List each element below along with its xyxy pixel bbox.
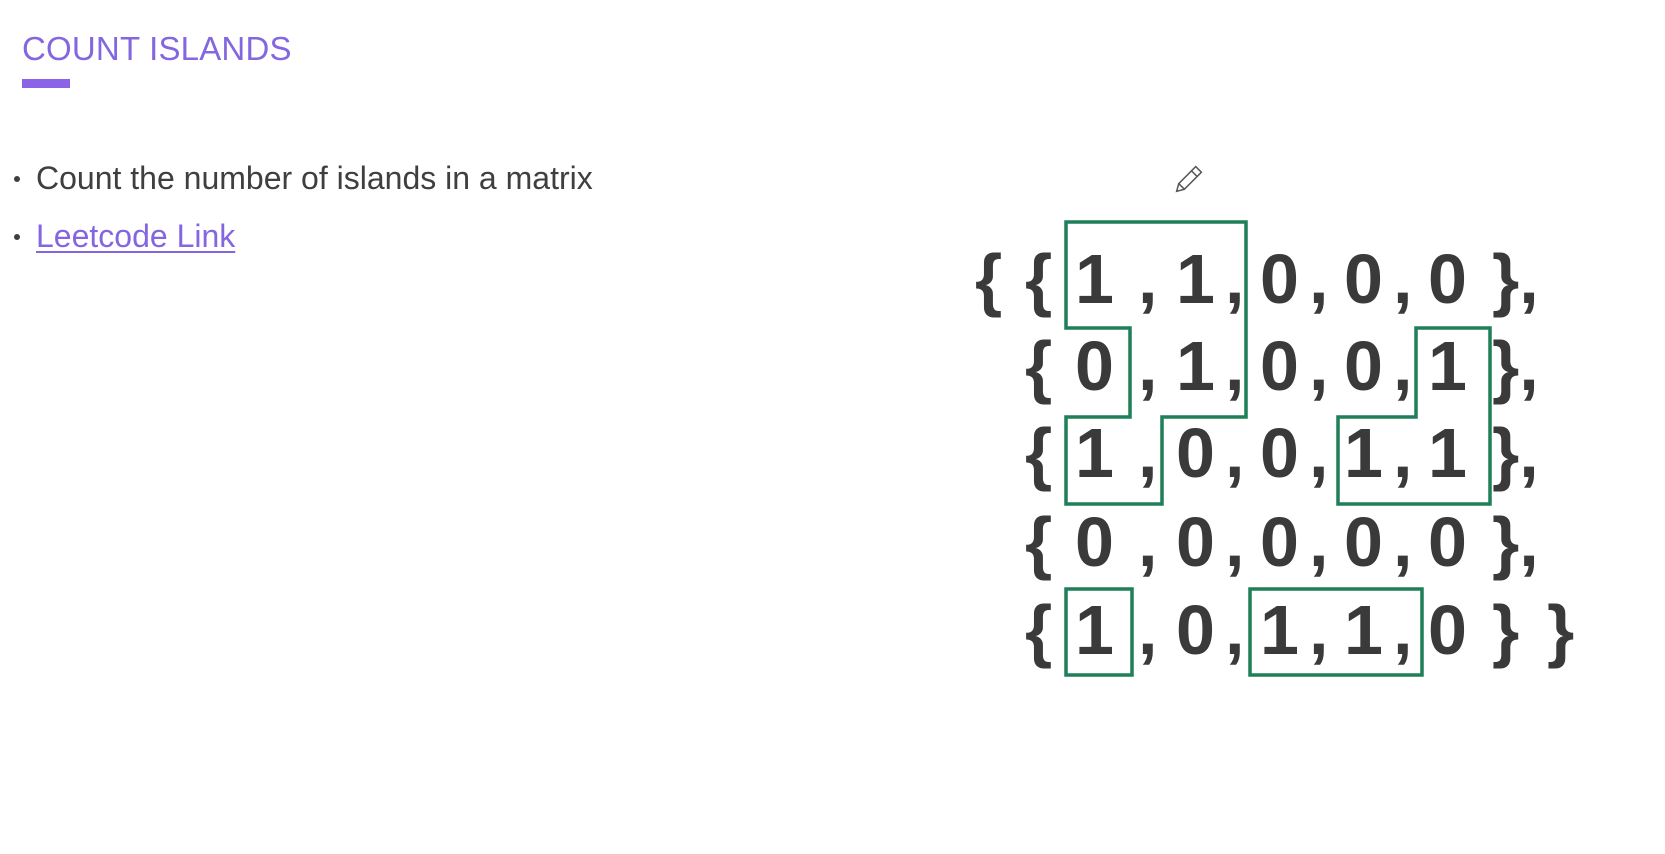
svg-text:}: } <box>1492 591 1519 669</box>
matrix-comma: , <box>1393 240 1412 318</box>
svg-text:{: { <box>1025 591 1052 669</box>
matrix-cell-r4-c3: 1 <box>1344 591 1383 669</box>
matrix-cell-r1-c1: 1 <box>1176 327 1215 405</box>
pencil-cursor-icon <box>1175 165 1203 193</box>
matrix-comma: , <box>1138 503 1157 581</box>
matrix-cell-r2-c4: 1 <box>1428 414 1467 492</box>
matrix-cell-r3-c0: 0 <box>1075 503 1114 581</box>
matrix-comma: , <box>1309 240 1328 318</box>
matrix-cell-r1-c0: 0 <box>1075 327 1114 405</box>
island-outline-2 <box>1336 326 1492 506</box>
island-outline-3 <box>1064 587 1134 677</box>
matrix-cell-r3-c4: 0 <box>1428 503 1467 581</box>
bullet-dot-icon <box>14 233 20 240</box>
bullet-item-link: Leetcode Link <box>14 218 235 255</box>
matrix-comma: , <box>1309 414 1328 492</box>
matrix-comma: , <box>1225 327 1244 405</box>
svg-text:},: }, <box>1492 414 1539 492</box>
matrix-outer-close-brace: } <box>1547 591 1574 669</box>
matrix-cell-r3-c3: 0 <box>1344 503 1383 581</box>
matrix-comma: , <box>1393 414 1412 492</box>
leetcode-link[interactable]: Leetcode Link <box>36 218 236 254</box>
matrix-cell-r1-c3: 0 <box>1344 327 1383 405</box>
svg-text:},: }, <box>1492 503 1539 581</box>
svg-text:{: { <box>1025 327 1052 405</box>
matrix-comma: , <box>1393 327 1412 405</box>
matrix-cell-r2-c2: 0 <box>1260 414 1299 492</box>
bullet-text: Count the number of islands in a matrix <box>36 160 593 196</box>
matrix-comma: , <box>1225 591 1244 669</box>
svg-text:{: { <box>1025 414 1052 492</box>
matrix-cell-r0-c3: 0 <box>1344 240 1383 318</box>
matrix-cell-r4-c4: 0 <box>1428 591 1467 669</box>
matrix-cell-r0-c4: 0 <box>1428 240 1467 318</box>
matrix-cell-r0-c2: 0 <box>1260 240 1299 318</box>
matrix-comma: , <box>1138 327 1157 405</box>
matrix-comma: , <box>1309 503 1328 581</box>
matrix-cell-r4-c2: 1 <box>1260 591 1299 669</box>
matrix-comma: , <box>1393 591 1412 669</box>
matrix-cell-r2-c1: 0 <box>1176 414 1215 492</box>
matrix-comma: , <box>1225 414 1244 492</box>
svg-text:{: { <box>1025 240 1052 318</box>
matrix-cell-r0-c0: 1 <box>1075 240 1114 318</box>
matrix-cell-r0-c1: 1 <box>1176 240 1215 318</box>
island-outline-4 <box>1248 587 1424 677</box>
matrix-comma: , <box>1225 503 1244 581</box>
matrix-cell-r1-c2: 0 <box>1260 327 1299 405</box>
matrix-comma: , <box>1225 240 1244 318</box>
matrix-comma: , <box>1138 414 1157 492</box>
svg-text:{: { <box>1025 503 1052 581</box>
matrix-row-braces: { { { { { }, }, }, }, } <box>1025 240 1539 669</box>
matrix-cell-r3-c1: 0 <box>1176 503 1215 581</box>
matrix-cell-r4-c0: 1 <box>1075 591 1114 669</box>
matrix-comma: , <box>1309 327 1328 405</box>
bullet-item-description: Count the number of islands in a matrix <box>14 160 593 197</box>
matrix-comma: , <box>1393 503 1412 581</box>
svg-text:},: }, <box>1492 327 1539 405</box>
title-accent-bar <box>22 79 70 88</box>
island-outlines <box>1064 220 1492 677</box>
matrix-cell-r3-c2: 0 <box>1260 503 1299 581</box>
matrix-cell-r4-c1: 0 <box>1176 591 1215 669</box>
svg-text:},: }, <box>1492 240 1539 318</box>
slide-title: COUNT ISLANDS <box>22 30 292 67</box>
matrix-comma: , <box>1138 240 1157 318</box>
matrix-commas: ,,,,,,,,,,,,,,,,,,,, <box>1138 240 1412 669</box>
matrix-cell-r2-c0: 1 <box>1075 414 1114 492</box>
island-outline-1 <box>1064 220 1248 506</box>
matrix-comma: , <box>1138 591 1157 669</box>
matrix-cell-r2-c3: 1 <box>1344 414 1383 492</box>
bullet-dot-icon <box>14 175 20 182</box>
matrix-cell-r1-c4: 1 <box>1428 327 1467 405</box>
matrix-comma: , <box>1309 591 1328 669</box>
matrix-outer-open-brace: { <box>975 240 1002 318</box>
